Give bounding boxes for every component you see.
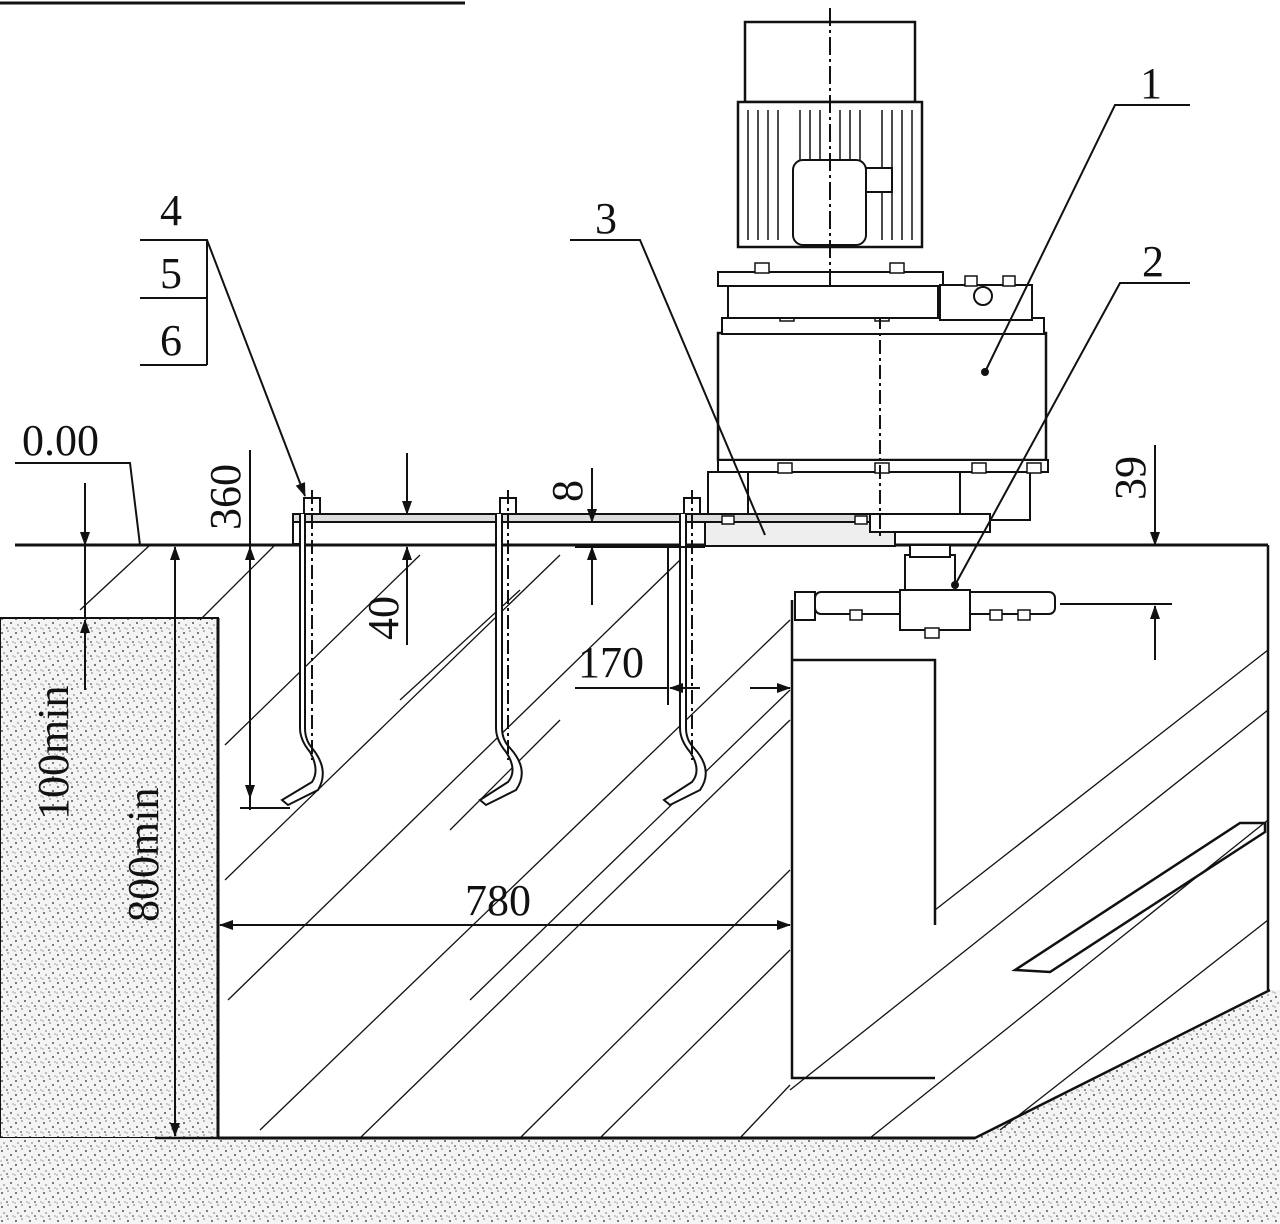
motor-adapter	[717, 262, 1033, 321]
bolt-to-wall-label: 170	[578, 638, 644, 687]
callout-1: 1	[1140, 59, 1162, 108]
concrete-pit	[15, 543, 1270, 1140]
anchor-bolt-1	[280, 490, 324, 807]
sprocket-assembly	[794, 544, 1056, 639]
dimension-lines	[15, 445, 1172, 1137]
sprocket-offset-label: 39	[1106, 456, 1155, 500]
callout-leaders	[140, 104, 1190, 586]
pit-width-label: 780	[465, 876, 531, 925]
plate-gap-label: 40	[359, 596, 408, 640]
concrete-hatch	[79, 544, 1269, 1139]
electric-motor	[736, 8, 924, 290]
anchor-bolt-2	[478, 490, 523, 807]
min-cover-label: 100min	[29, 686, 78, 820]
plate-thickness-label: 8	[543, 480, 592, 502]
callout-5: 5	[160, 249, 182, 298]
bolt-depth-label: 360	[201, 464, 250, 530]
base-plate	[292, 513, 896, 547]
gearbox	[707, 290, 1049, 540]
callout-4: 4	[160, 186, 182, 235]
callout-6: 6	[160, 316, 182, 365]
min-depth-label: 800min	[119, 788, 168, 922]
callout-3: 3	[595, 194, 617, 243]
anchor-bolt-3	[662, 490, 707, 807]
callout-2: 2	[1142, 237, 1164, 286]
elevation-label: 0.00	[22, 416, 99, 465]
